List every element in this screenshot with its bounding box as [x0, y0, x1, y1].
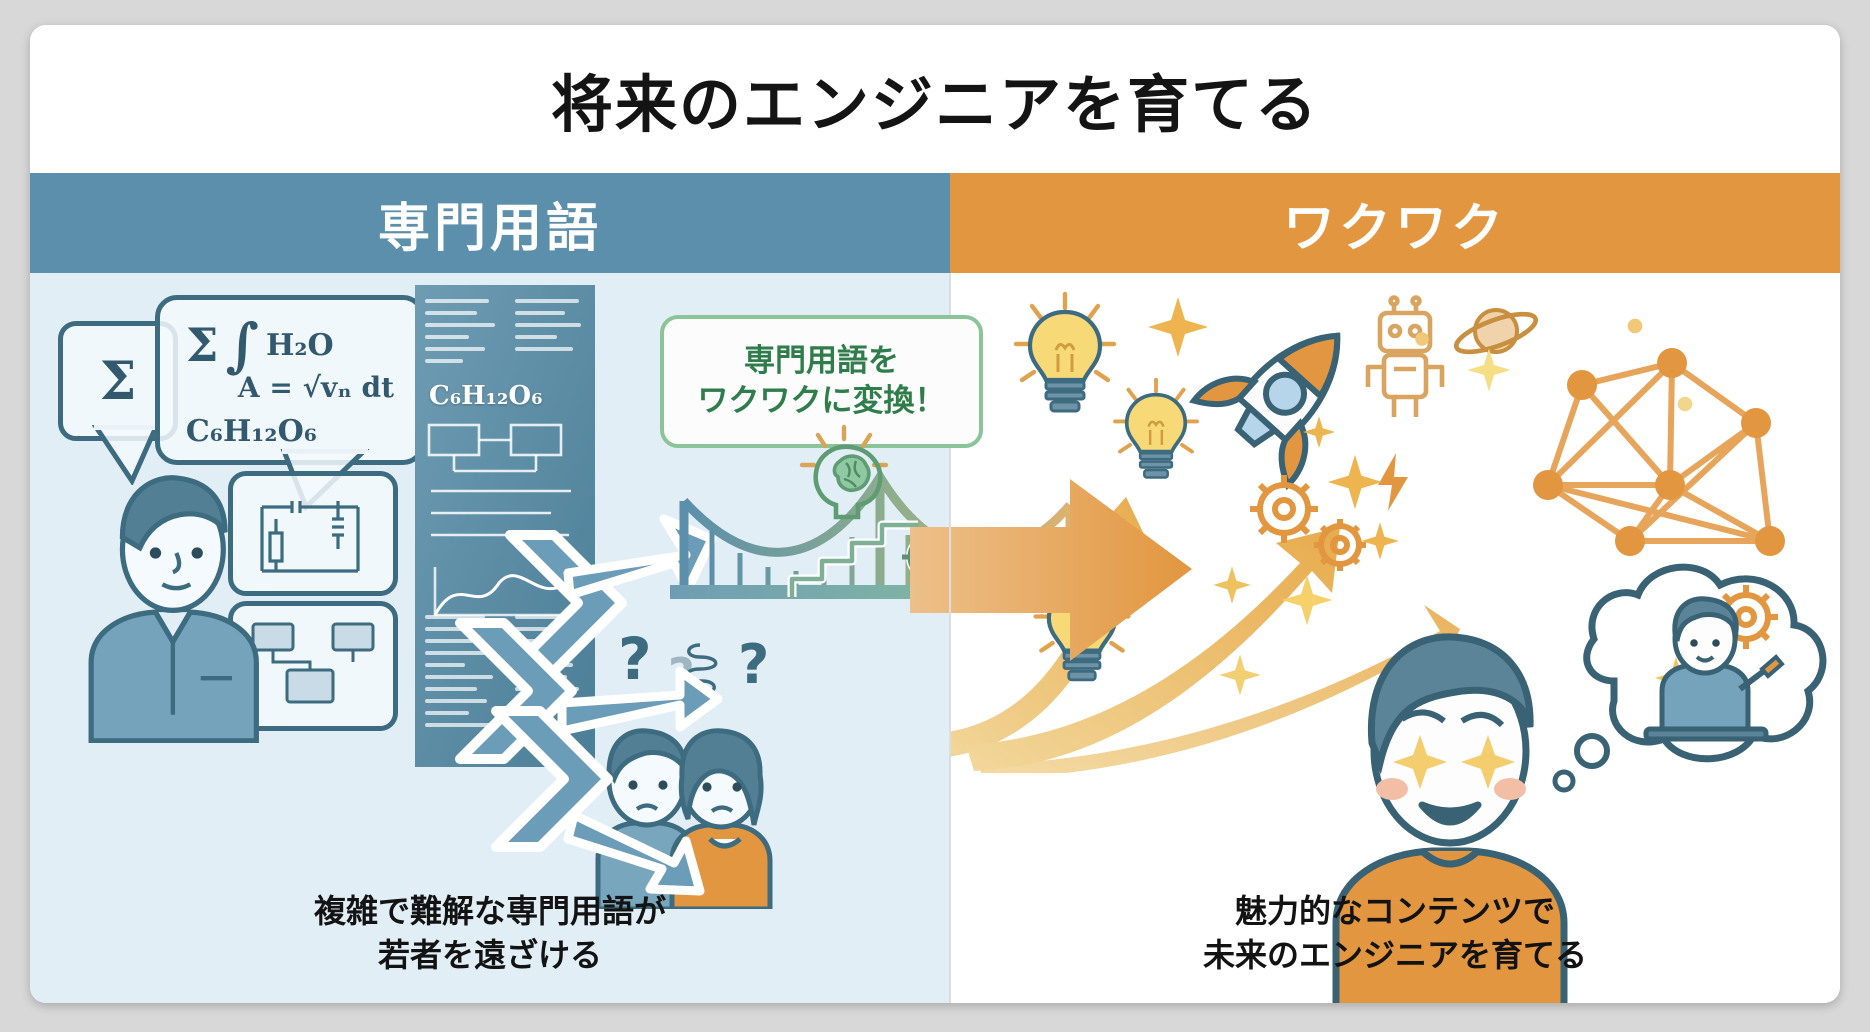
page-title: 将来のエンジニアを育てる [550, 68, 1319, 141]
left-column-header: 専門用語 [30, 173, 950, 273]
glucose-formula: C₆H₁₂O₆ [185, 414, 317, 449]
sparkle-dot-icon [1415, 332, 1429, 346]
left-caption-line2: 若者を遠ざける [377, 935, 602, 974]
transformation-callout: 専門用語を ワクワクに変換！ [660, 315, 983, 448]
sparkle-icon [1281, 574, 1333, 626]
gear-icon [1250, 475, 1366, 571]
left-caption: 複雑で難解な専門用語が 若者を遠ざける [30, 889, 950, 977]
callout-line2: ワクワクに変換！ [697, 382, 946, 419]
lightning-bolt-icon [1378, 453, 1408, 511]
right-header-label: ワクワク [1282, 198, 1507, 259]
doc-glucose-label: C₆H₁₂O₆ [429, 381, 543, 411]
integral-symbol: ∫ [225, 311, 260, 379]
confused-person-icon [88, 475, 259, 743]
thought-bubble-icon [1552, 563, 1827, 793]
title-bar: 将来のエンジニアを育てる [30, 25, 1840, 173]
sigma-symbol: Σ [185, 318, 219, 372]
speech-bubble-tail-icon [92, 425, 160, 485]
integral-equation: A = √vₙ dt [237, 371, 395, 404]
sparkle-dot-icon [1627, 318, 1643, 334]
water-formula: H₂O [266, 327, 334, 363]
formula-speech-bubble-icon: Σ ∫ H₂O A = √vₙ dt C₆H₁₂O₆ [155, 295, 425, 465]
sparkle-icon [1361, 522, 1399, 560]
left-header-label: 専門用語 [377, 198, 602, 259]
left-caption-line1: 複雑で難解な専門用語が [313, 891, 666, 930]
transformation-arrow-icon [910, 479, 1192, 661]
saturn-planet-icon [1453, 308, 1539, 355]
sparkle-icon [1303, 416, 1335, 448]
stairs-icon [787, 520, 918, 597]
question-mark-icon: ? [738, 633, 769, 696]
callout-line1: 専門用語を [744, 343, 899, 380]
infographic-slide: 将来のエンジニアを育てる 専門用語 ワクワク Σ Σ ∫ H₂O A [30, 25, 1840, 1003]
diverging-arrows-icon [455, 514, 723, 896]
sigma-symbol: Σ [99, 350, 137, 412]
brain-head-icon [799, 424, 889, 520]
sparkle-icon [1219, 654, 1261, 696]
right-caption: 魅力的なコンテンツで 未来のエンジニアを育てる [950, 889, 1840, 977]
column-divider [949, 273, 951, 1003]
scatter-plot-icon [433, 567, 575, 617]
right-caption-line1: 魅力的なコンテンツで [1234, 891, 1555, 930]
rocket-icon [1188, 332, 1341, 491]
right-column-header: ワクワク [950, 173, 1840, 273]
excited-boy-icon [1332, 633, 1568, 1003]
network-graph-icon [1533, 348, 1785, 556]
sparkle-icon [1148, 297, 1208, 357]
right-caption-line2: 未来のエンジニアを育てる [1202, 935, 1587, 974]
sparkle-icon [1327, 454, 1383, 510]
lightbulb-icon [1013, 291, 1117, 413]
sparkle-icon [1467, 348, 1511, 392]
sparkle-icon [1213, 566, 1251, 604]
question-mark-icon: ? [618, 625, 652, 693]
robot-icon [1365, 295, 1445, 417]
sparkle-dot-icon [1677, 396, 1693, 412]
lightbulb-icon [1113, 377, 1199, 479]
circuit-diagram-icon [228, 471, 398, 596]
